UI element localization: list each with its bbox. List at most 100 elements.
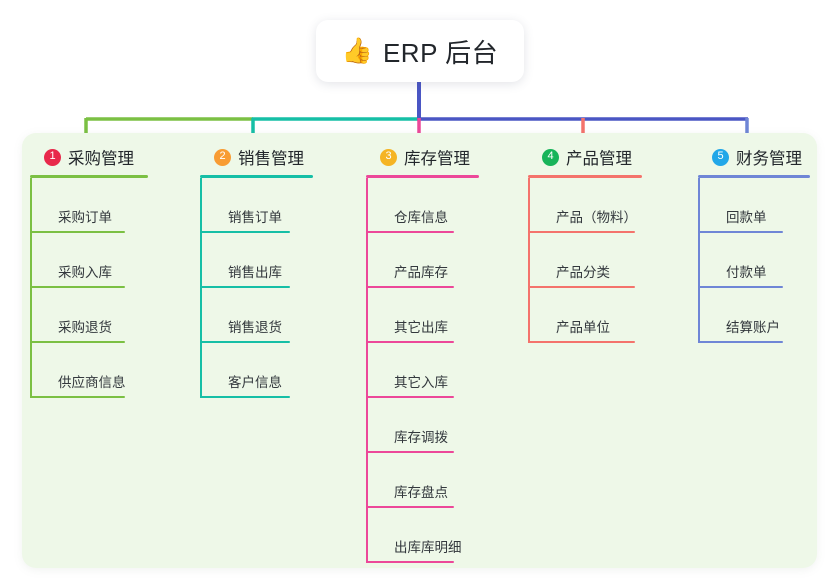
list-item-underline [528,341,635,343]
list-item[interactable]: 产品单位 [528,288,698,343]
column-4: 4 产品管理产品（物料） 产品分类产品单位 [528,143,698,343]
list-item-underline [30,231,125,233]
column-badge-4: 4 [542,148,559,166]
column-header-3[interactable]: 3 库存管理 [366,143,536,171]
list-item-label: 采购订单 [58,210,112,225]
list-item[interactable]: 其它出库 [366,288,536,343]
list-item-label: 销售退货 [228,320,282,335]
list-item-label: 其它出库 [394,320,448,335]
column-5: 5 财务管理回款单付款单结算账户 [698,143,839,343]
list-item-label: 采购入库 [58,265,112,280]
list-item[interactable]: 产品库存 [366,233,536,288]
column-3: 3 库存管理仓库信息产品库存其它出库其它入库库存调拨库存盘点出库库明细 [366,143,536,563]
list-item-underline [200,286,290,288]
list-item[interactable]: 回款单 [698,178,839,233]
list-item[interactable]: 库存调拨 [366,398,536,453]
column-spine-1 [30,178,32,398]
column-header-5[interactable]: 5 财务管理 [698,143,839,171]
list-item[interactable]: 销售退货 [200,288,360,343]
list-item-underline [366,341,454,343]
column-badge-1: 1 [44,148,61,166]
thumbs-up-icon: 👍 [341,36,373,65]
column-items-5: 回款单付款单结算账户 [698,178,839,343]
list-item-label: 仓库信息 [394,210,448,225]
column-items-4: 产品（物料） 产品分类产品单位 [528,178,698,343]
list-item[interactable]: 销售出库 [200,233,360,288]
column-title-5: 财务管理 [736,150,802,168]
column-items-2: 销售订单销售出库销售退货客户信息 [200,178,360,398]
list-item-underline [30,341,125,343]
list-item-underline [30,286,125,288]
list-item-underline [366,506,454,508]
column-badge-3: 3 [380,148,397,166]
list-item[interactable]: 仓库信息 [366,178,536,233]
list-item-label: 采购退货 [58,320,112,335]
list-item-underline [698,341,783,343]
column-title-3: 库存管理 [404,150,470,168]
list-item-underline [200,396,290,398]
page-title: ERP 后台 [382,37,499,68]
list-item-label: 产品单位 [556,320,610,335]
list-item-underline [366,396,454,398]
list-item-underline [698,286,783,288]
list-item[interactable]: 产品（物料） [528,178,698,233]
list-item-label: 付款单 [726,265,767,280]
list-item[interactable]: 结算账户 [698,288,839,343]
list-item-underline [200,231,290,233]
column-underline-4 [528,175,642,178]
column-spine-2 [200,178,202,398]
list-item-label: 产品分类 [556,265,610,280]
column-title-4: 产品管理 [566,150,632,168]
list-item-label: 产品（物料） [556,210,637,225]
list-item[interactable]: 其它入库 [366,343,536,398]
list-item-underline [366,286,454,288]
list-item[interactable]: 库存盘点 [366,453,536,508]
list-item[interactable]: 采购入库 [30,233,190,288]
list-item-underline [528,231,635,233]
list-item[interactable]: 付款单 [698,233,839,288]
list-item-underline [366,231,454,233]
column-spine-4 [528,178,530,343]
column-header-4[interactable]: 4 产品管理 [528,143,698,171]
list-item[interactable]: 出库库明细 [366,508,536,563]
list-item[interactable]: 产品分类 [528,233,698,288]
list-item[interactable]: 采购退货 [30,288,190,343]
list-item-label: 库存盘点 [394,485,448,500]
column-underline-5 [698,175,810,178]
list-item-label: 产品库存 [394,265,448,280]
list-item-label: 库存调拨 [394,430,448,445]
list-item-underline [366,561,454,563]
list-item[interactable]: 销售订单 [200,178,360,233]
column-title-1: 采购管理 [68,150,134,168]
column-spine-3 [366,178,368,563]
list-item-underline [698,231,783,233]
list-item[interactable]: 客户信息 [200,343,360,398]
column-underline-1 [30,175,148,178]
list-item-label: 结算账户 [726,320,780,335]
list-item-underline [30,396,125,398]
list-item-label: 客户信息 [228,375,282,390]
list-item-underline [366,451,454,453]
column-badge-5: 5 [712,148,729,166]
column-underline-2 [200,175,313,178]
list-item-underline [528,286,635,288]
columns-panel [22,133,817,568]
list-item[interactable]: 采购订单 [30,178,190,233]
column-2: 2 销售管理销售订单销售出库销售退货客户信息 [200,143,360,398]
column-title-2: 销售管理 [238,150,304,168]
column-badge-2: 2 [214,148,231,166]
list-item-label: 销售出库 [228,265,282,280]
column-items-3: 仓库信息产品库存其它出库其它入库库存调拨库存盘点出库库明细 [366,178,536,563]
list-item-label: 回款单 [726,210,767,225]
column-header-1[interactable]: 1 采购管理 [30,143,190,171]
list-item-label: 供应商信息 [58,375,126,390]
list-item-label: 销售订单 [228,210,282,225]
column-header-2[interactable]: 2 销售管理 [200,143,360,171]
list-item[interactable]: 供应商信息 [30,343,190,398]
list-item-label: 其它入库 [394,375,448,390]
list-item-underline [200,341,290,343]
root-node-card[interactable]: 👍 ERP 后台 [316,20,524,82]
column-1: 1 采购管理采购订单采购入库采购退货供应商信息 [30,143,190,398]
list-item-label: 出库库明细 [394,540,462,555]
